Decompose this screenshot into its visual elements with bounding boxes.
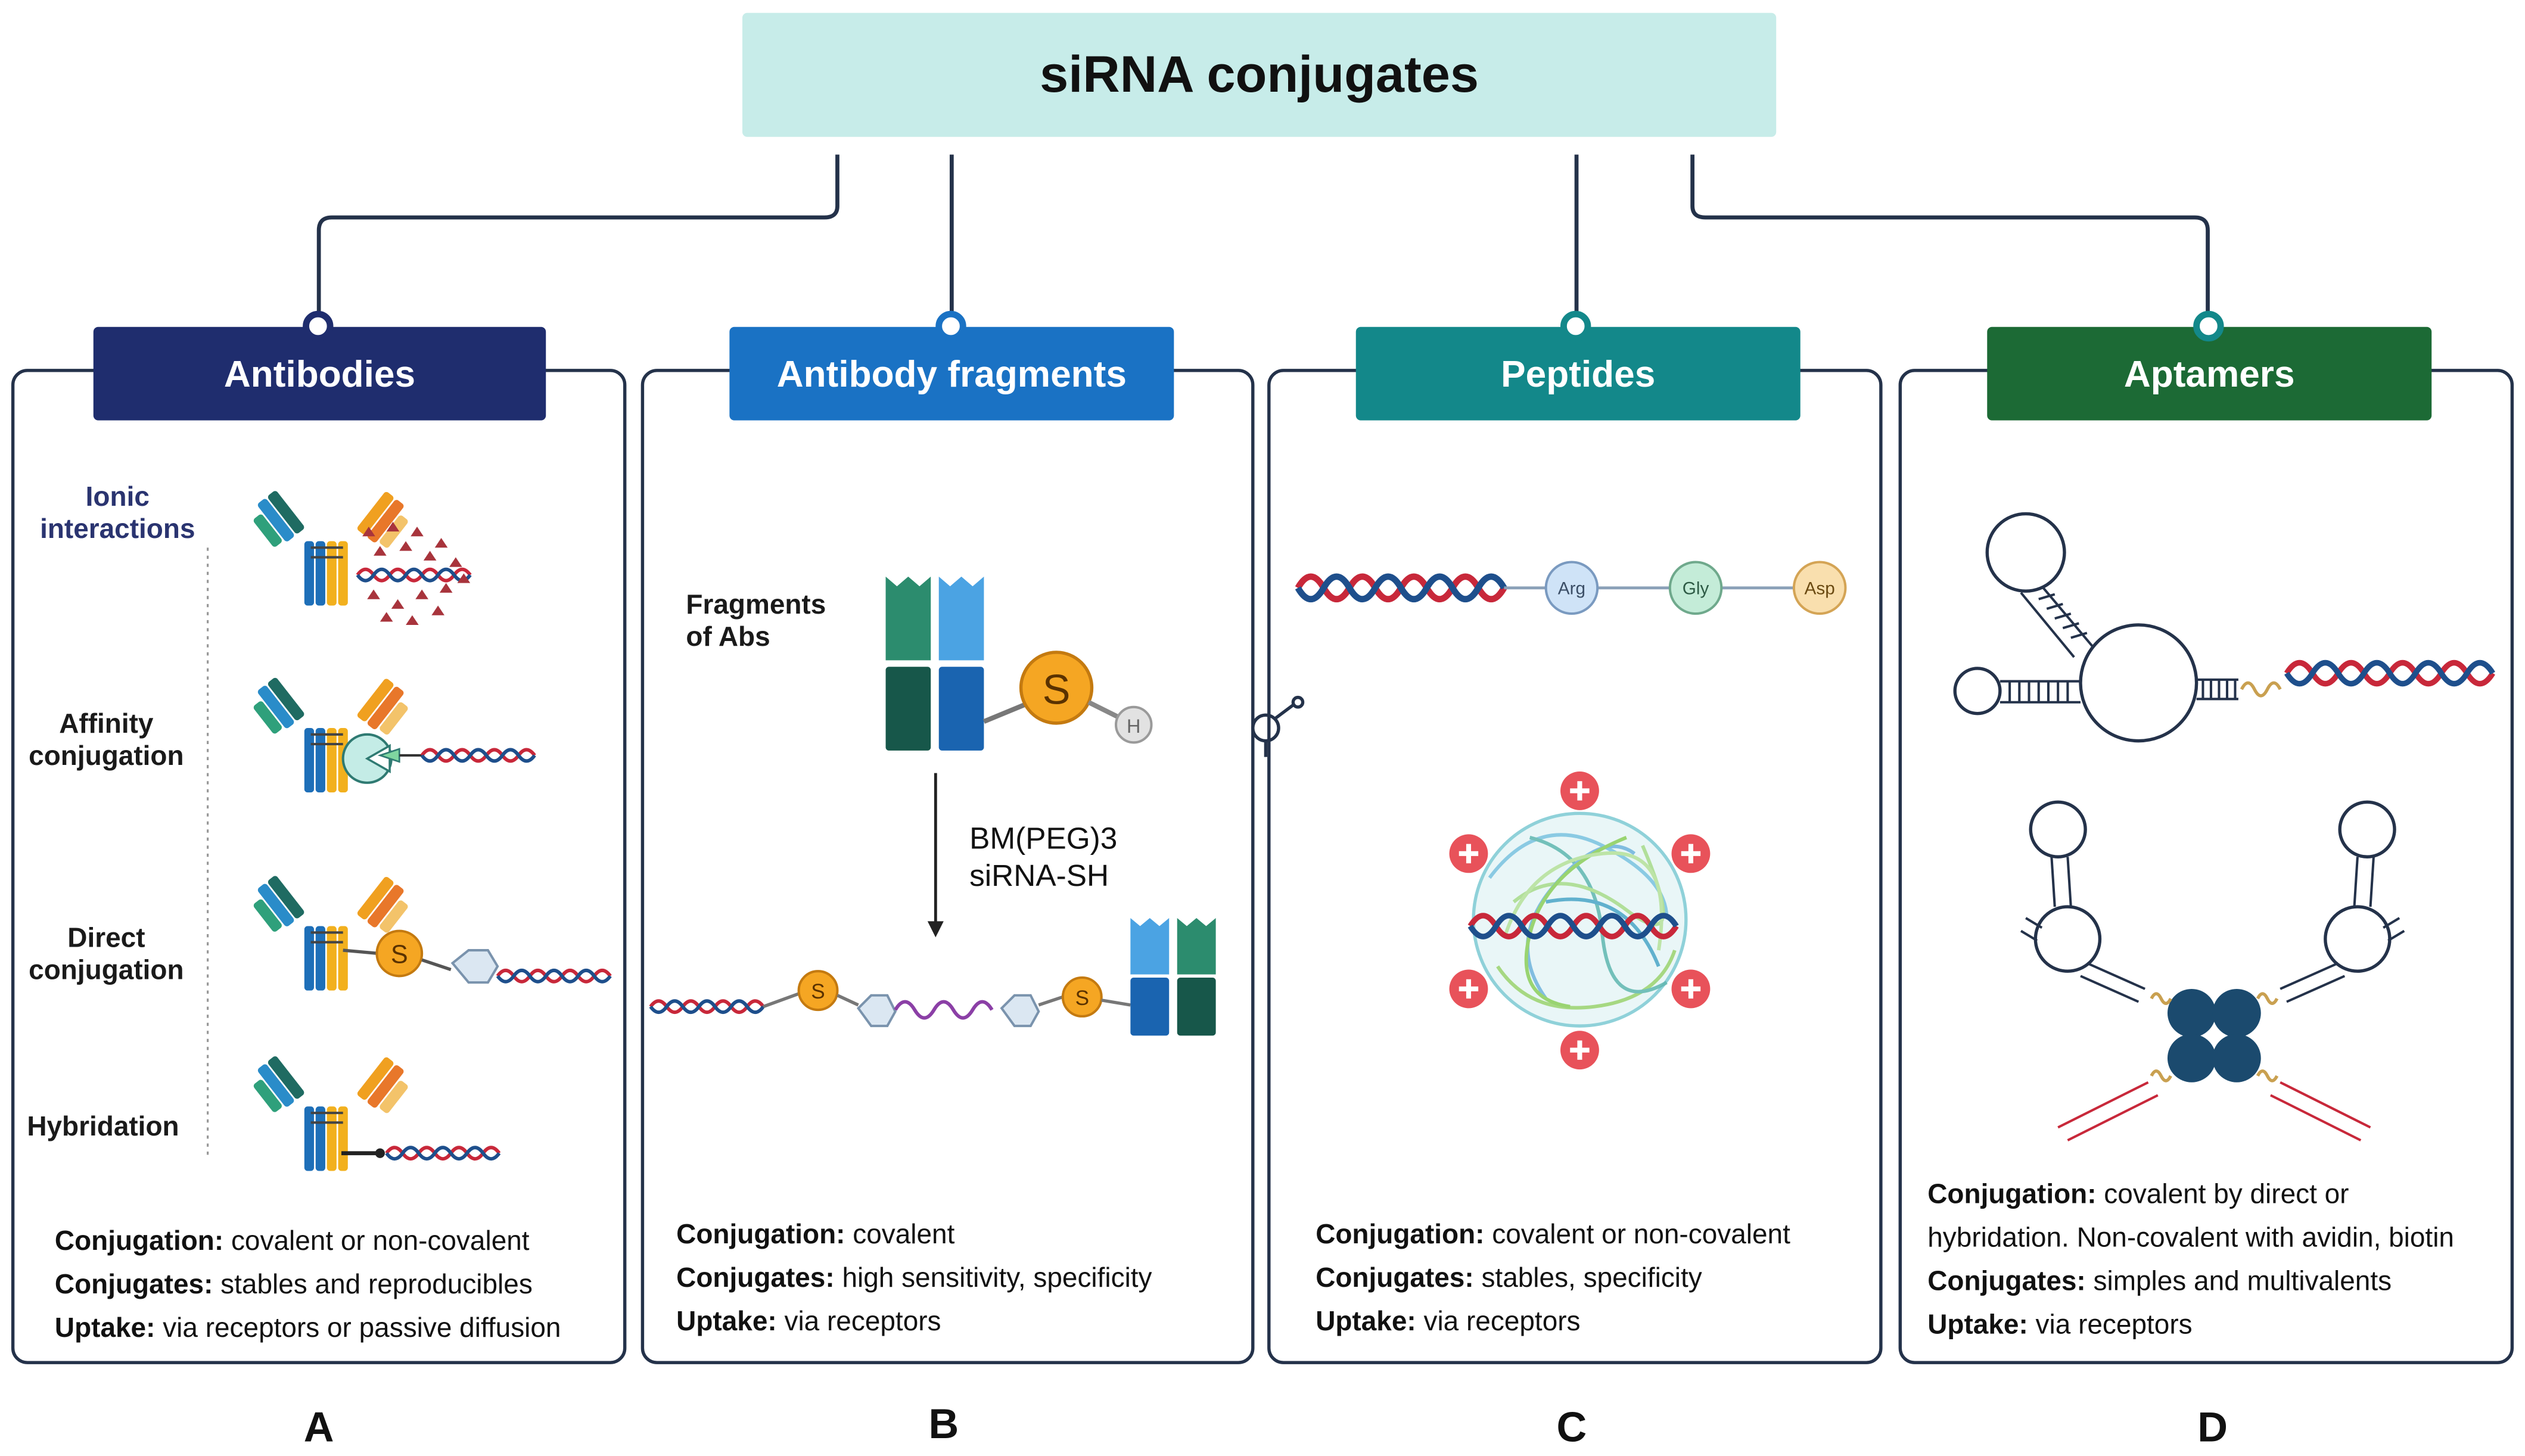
panel-letter-b: B (928, 1399, 959, 1448)
amino-acid-gly: Gly (1683, 579, 1709, 599)
diagram-title: siRNA conjugates (742, 13, 1777, 137)
thiol-label-direct: S (391, 941, 408, 969)
method-label-hybridation: Hybridation (27, 1111, 179, 1142)
panel-title-aptamers: Aptamers (1987, 326, 2432, 421)
thiol-label-fab: S (1043, 665, 1071, 713)
info-antibodies: Conjugation: covalent or non-covalent Co… (54, 1225, 561, 1343)
thiol-label-linker-left: S (811, 980, 825, 1003)
panel-letter-c: C (1556, 1402, 1587, 1451)
info-peptides: Conjugation: covalent or non-covalent Co… (1316, 1219, 1790, 1337)
panel-letter-d: D (2197, 1402, 2228, 1451)
panel-title-peptides: Peptides (1355, 326, 1801, 421)
panel-title-antibody-fragments: Antibody fragments (729, 326, 1174, 421)
connector-node-antibodies (303, 310, 334, 342)
amino-acid-arg: Arg (1558, 579, 1585, 599)
info-aptamers: Conjugation: covalent by direct or hybri… (1927, 1178, 2454, 1340)
info-antibody-fragments: Conjugation: covalent Conjugates: high s… (676, 1219, 1152, 1337)
hydrogen-label: H (1127, 715, 1140, 737)
connector-node-antibody-fragments (935, 310, 966, 342)
panel-letter-a: A (303, 1402, 334, 1451)
connector-node-peptides (1560, 310, 1591, 342)
amino-acid-asp: Asp (1805, 579, 1835, 599)
panel-antibody-fragments (640, 369, 1255, 1364)
panel-antibodies (11, 369, 627, 1364)
connector-node-aptamers (2193, 310, 2224, 342)
panel-title-antibodies: Antibodies (93, 326, 546, 421)
thiol-label-linker-right: S (1075, 987, 1089, 1010)
